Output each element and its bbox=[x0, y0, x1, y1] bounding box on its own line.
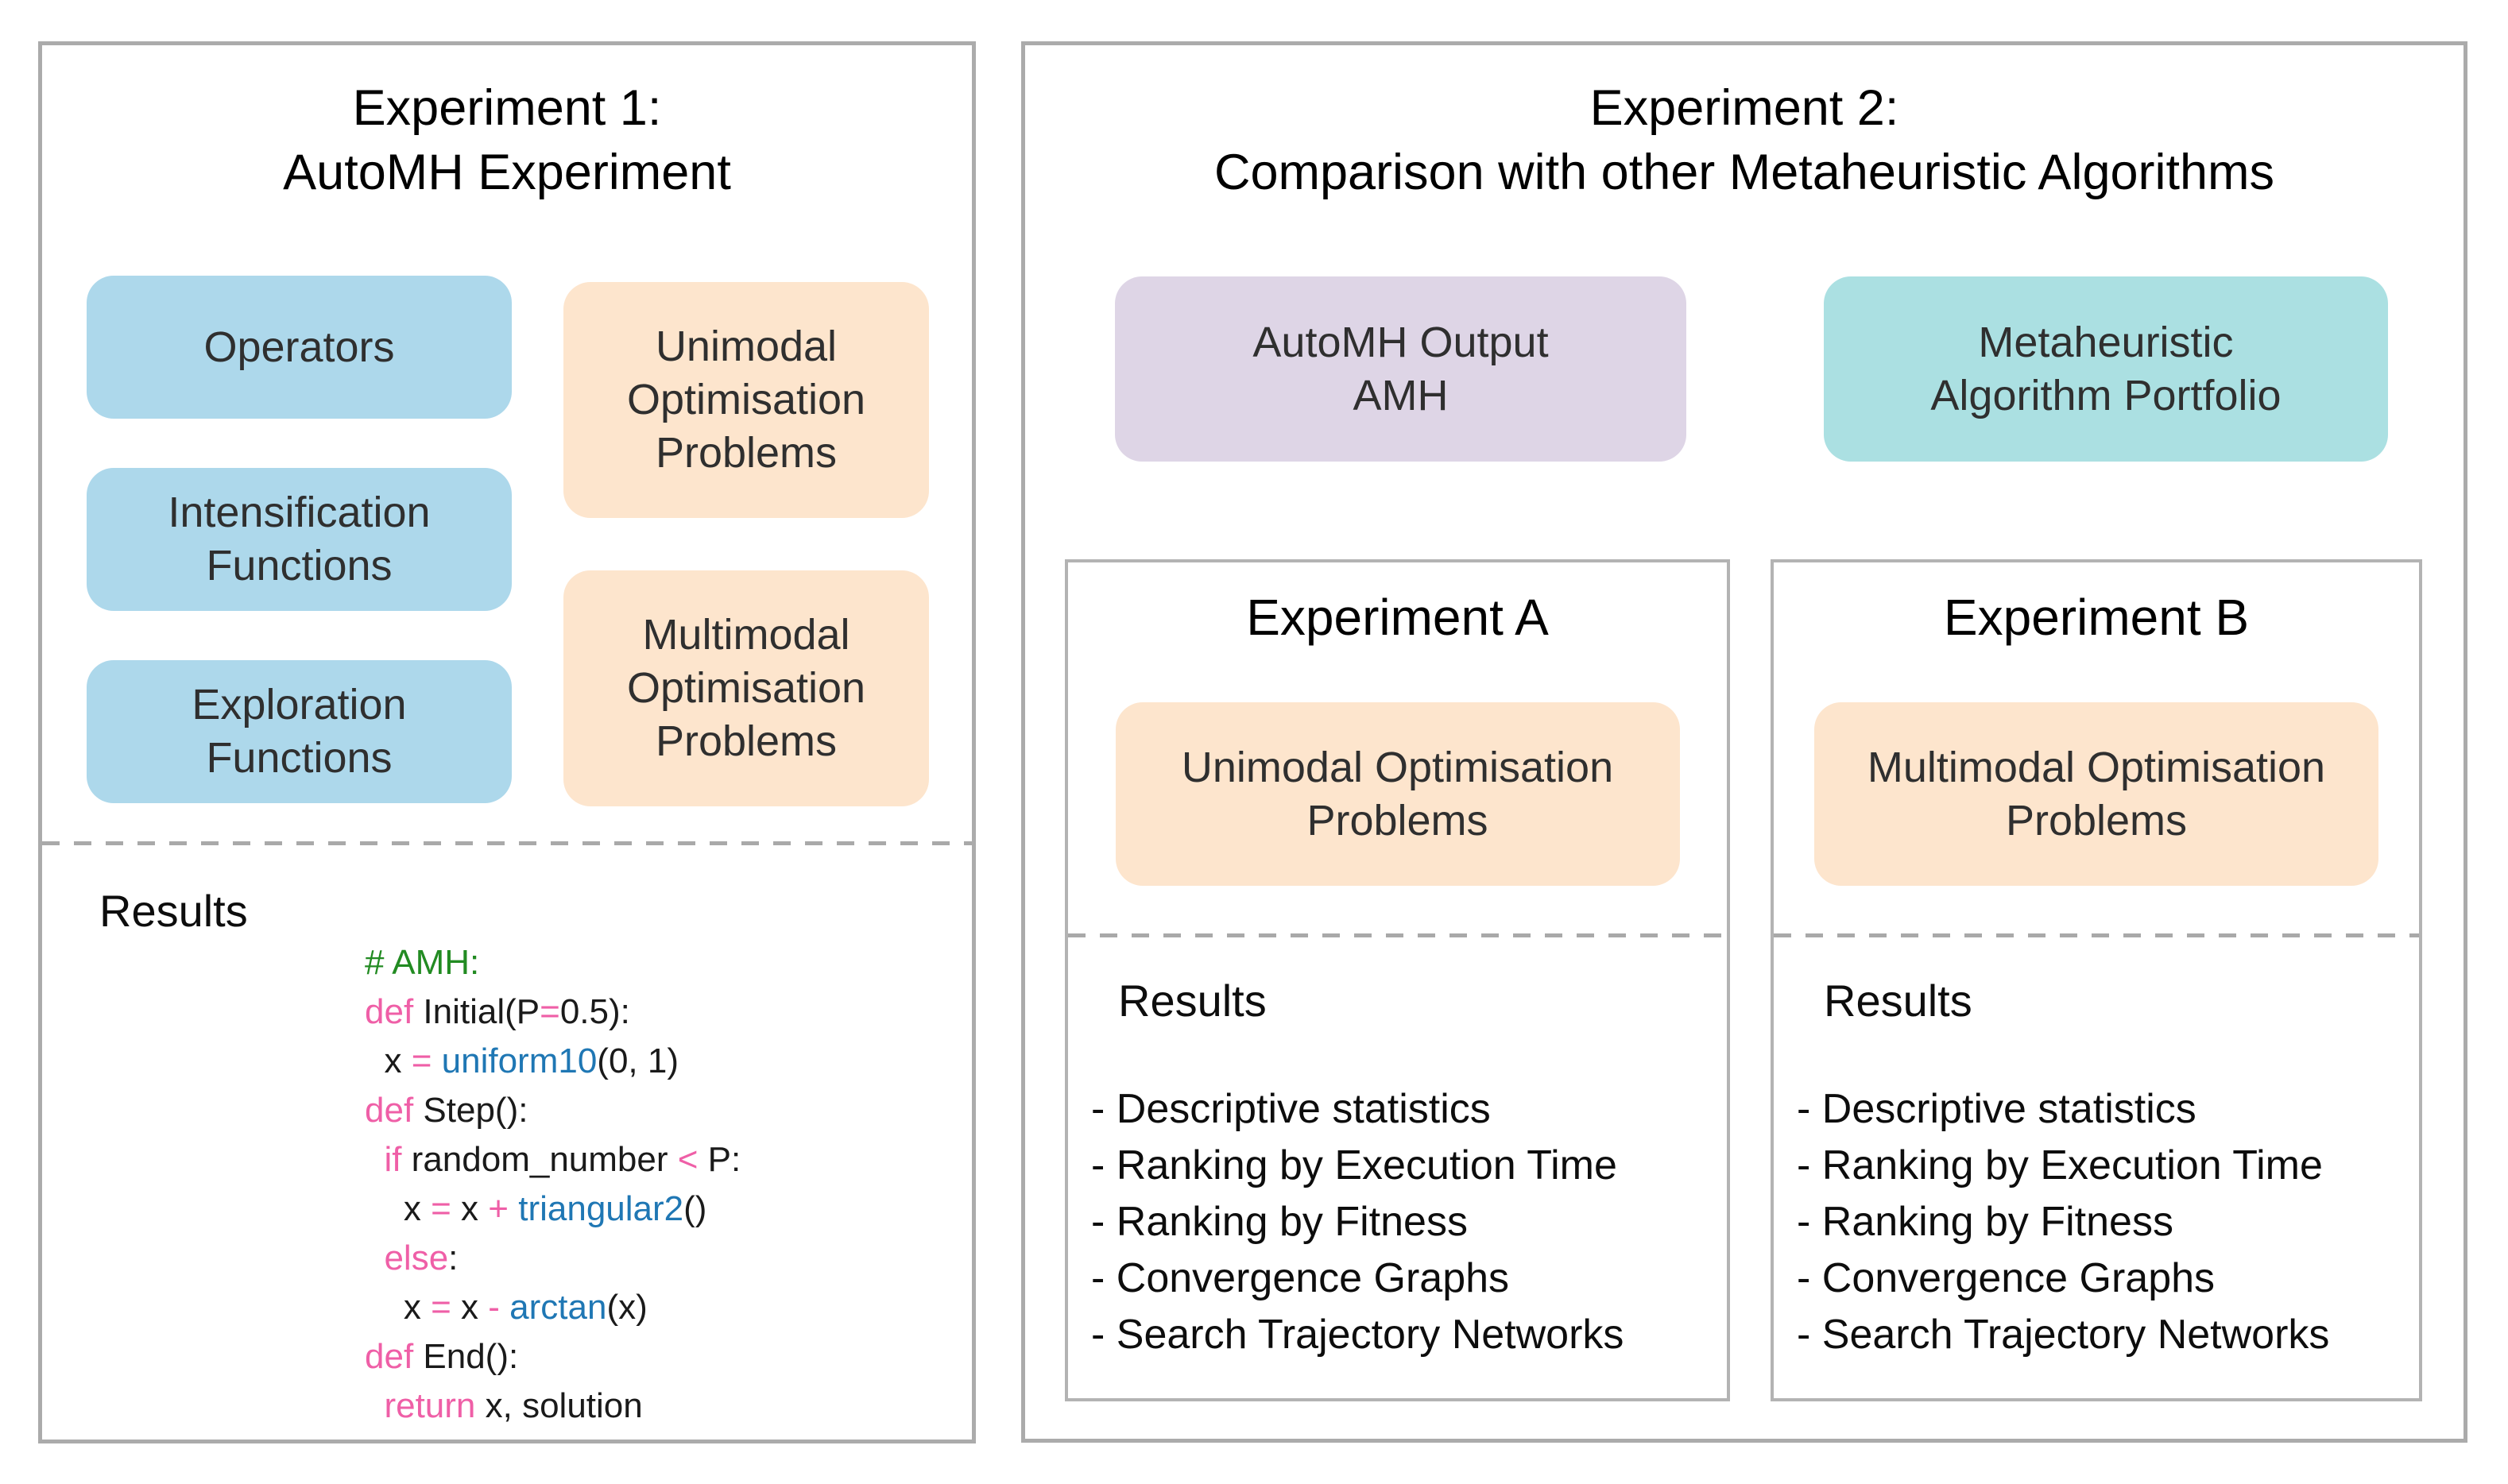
result-item: - Ranking by Fitness bbox=[1091, 1199, 1468, 1245]
result-item: - Convergence Graphs bbox=[1091, 1255, 1510, 1301]
code-line: return x, solution bbox=[384, 1386, 643, 1425]
text-line: Functions bbox=[206, 734, 393, 782]
text-line: AMH bbox=[1353, 371, 1449, 419]
text-line: Intensification bbox=[168, 489, 431, 536]
experiment-b-results-list: - Descriptive statistics - Ranking by Exe… bbox=[1797, 1081, 2329, 1363]
text-line: Unimodal bbox=[655, 323, 838, 370]
experiment-b-title: Experiment B bbox=[1943, 589, 2250, 646]
result-item: - Search Trajectory Networks bbox=[1091, 1312, 1624, 1358]
experiment-a-results-list: - Descriptive statistics - Ranking by Exe… bbox=[1091, 1081, 1624, 1363]
text-line: Algorithm Portfolio bbox=[1930, 371, 2282, 419]
experiment-a-results-label: Results bbox=[1118, 976, 1267, 1026]
experiment-1-title: Experiment 1: AutoMH Experiment bbox=[42, 76, 972, 205]
code-line: def Initial(P=0.5): bbox=[365, 992, 630, 1031]
experiment-2-title: Experiment 2: Comparison with other Metah… bbox=[1025, 76, 2463, 205]
code-line: if random_number < P: bbox=[384, 1140, 741, 1179]
experiment-a-results-separator bbox=[1068, 933, 1727, 937]
code-line: # AMH: bbox=[365, 943, 480, 982]
code-line: else: bbox=[384, 1239, 459, 1277]
result-item: - Ranking by Execution Time bbox=[1797, 1142, 2323, 1188]
result-item: - Convergence Graphs bbox=[1797, 1255, 2216, 1301]
result-item: - Descriptive statistics bbox=[1797, 1086, 2196, 1132]
text-line: AutoMH Output bbox=[1252, 318, 1549, 366]
text-line: Functions bbox=[206, 542, 393, 589]
result-item: - Ranking by Execution Time bbox=[1091, 1142, 1617, 1188]
panel-experiment-1: Experiment 1: AutoMH Experiment Operators… bbox=[38, 41, 976, 1443]
text-line: Problems bbox=[2005, 796, 2188, 844]
text-line: Comparison with other Metaheuristic Algo… bbox=[1213, 145, 2275, 200]
text-line: AutoMH Experiment bbox=[283, 145, 731, 200]
experiment-1-results-label: Results bbox=[99, 886, 248, 936]
operators-box: Operators bbox=[87, 276, 512, 419]
text-line: Multimodal Optimisation bbox=[1867, 743, 2326, 791]
text-line: Operators bbox=[203, 323, 395, 371]
code-line: def Step(): bbox=[365, 1091, 528, 1130]
result-item: - Search Trajectory Networks bbox=[1797, 1312, 2330, 1358]
text-line: Optimisation bbox=[626, 376, 866, 423]
experiment-b-results-separator bbox=[1774, 933, 2419, 937]
code-line: x = uniform10(0, 1) bbox=[365, 1042, 679, 1080]
code-line: def End(): bbox=[365, 1337, 519, 1376]
results-separator bbox=[42, 841, 972, 845]
code-line: x = x - arctan(x) bbox=[365, 1288, 648, 1327]
result-item: - Descriptive statistics bbox=[1091, 1086, 1491, 1132]
text-line: Unimodal Optimisation bbox=[1181, 743, 1614, 791]
result-item: - Ranking by Fitness bbox=[1797, 1199, 2173, 1245]
text-line: Optimisation bbox=[626, 664, 866, 712]
text-line: Problems bbox=[655, 429, 838, 477]
text-line: Metaheuristic bbox=[1978, 318, 2234, 366]
experiment-b-results-label: Results bbox=[1824, 976, 1972, 1026]
text-line: Problems bbox=[655, 717, 838, 765]
amh-code-block: # AMH: def Initial(P=0.5): x = uniform10(… bbox=[365, 938, 741, 1431]
panel-experiment-2: Experiment 2: Comparison with other Metah… bbox=[1021, 41, 2467, 1443]
text-line: Experiment 2: bbox=[1589, 80, 1899, 136]
text-line: Exploration bbox=[192, 681, 407, 728]
code-line: x = x + triangular2() bbox=[365, 1189, 707, 1228]
text-line: Multimodal bbox=[642, 611, 850, 659]
text-line: Problems bbox=[1306, 796, 1488, 844]
text-line: Experiment 1: bbox=[352, 80, 662, 136]
experiment-a-title: Experiment A bbox=[1246, 589, 1549, 646]
